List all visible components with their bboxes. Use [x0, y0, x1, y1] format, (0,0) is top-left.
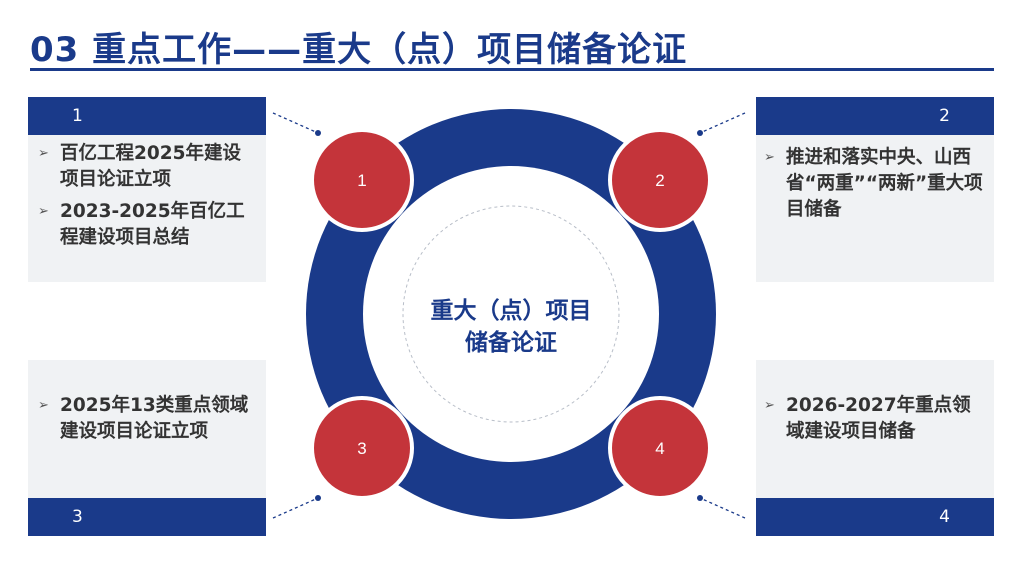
connector-line-3 [272, 497, 319, 519]
quadrant-1-panel: ➢百亿工程2025年建设项目论证立项 ➢2023-2025年百亿工程建设项目总结 [28, 135, 266, 282]
center-text-line-1: 重大（点）项目 [431, 297, 592, 324]
connector-dot-3 [315, 495, 321, 501]
arrowhead-bullet-icon: ➢ [764, 398, 775, 413]
number-circle-4 [608, 396, 712, 500]
number-circle-3-label: 3 [357, 439, 366, 458]
number-circle-1 [310, 128, 414, 232]
quadrant-2-panel: ➢推进和落实中央、山西省“两重”“两新”重大项目储备 [756, 135, 994, 282]
number-circle-4-label: 4 [655, 439, 664, 458]
dashed-inner-circle [402, 205, 620, 423]
quadrant-1-number: 1 [72, 106, 83, 126]
quadrant-4-panel: ➢2026-2027年重点领域建设项目储备 [756, 360, 994, 498]
list-item: ➢2025年13类重点领域建设项目论证立项 [38, 395, 249, 442]
quadrant-4-list: ➢2026-2027年重点领域建设项目储备 [760, 393, 985, 451]
center-text-line-2: 储备论证 [465, 329, 557, 356]
title-underline [30, 68, 994, 71]
quadrant-4-number: 4 [939, 507, 950, 527]
list-item: ➢推进和落实中央、山西省“两重”“两新”重大项目储备 [764, 147, 983, 220]
inner-white-disc [363, 166, 659, 462]
number-circle-2 [608, 128, 712, 232]
arrowhead-bullet-icon: ➢ [38, 398, 49, 413]
quadrant-2-list: ➢推进和落实中央、山西省“两重”“两新”重大项目储备 [760, 145, 990, 229]
number-circle-2-label: 2 [655, 171, 664, 190]
connector-dot-1 [315, 130, 321, 136]
number-circle-3 [310, 396, 414, 500]
connector-dot-2 [697, 130, 703, 136]
list-item: ➢2023-2025年百亿工程建设项目总结 [38, 201, 245, 248]
list-item: ➢2026-2027年重点领域建设项目储备 [764, 395, 971, 442]
quadrant-3-number: 3 [72, 507, 83, 527]
arrowhead-bullet-icon: ➢ [38, 146, 49, 161]
arrowhead-bullet-icon: ➢ [38, 204, 49, 219]
connector-line-1 [272, 112, 319, 134]
arrowhead-bullet-icon: ➢ [764, 150, 775, 165]
connector-line-2 [699, 112, 746, 134]
page-title: 03 重点工作——重大（点）项目储备论证 [30, 30, 688, 70]
quadrant-1-header: 1 [28, 97, 266, 135]
quadrant-3-panel: ➢2025年13类重点领域建设项目论证立项 [28, 360, 266, 498]
connector-dot-4 [697, 495, 703, 501]
quadrant-1-list: ➢百亿工程2025年建设项目论证立项 ➢2023-2025年百亿工程建设项目总结 [34, 141, 249, 257]
quadrant-3-header: 3 [28, 498, 266, 536]
quadrant-3-list: ➢2025年13类重点领域建设项目论证立项 [34, 393, 259, 451]
quadrant-2-header: 2 [756, 97, 994, 135]
connector-line-4 [699, 497, 746, 519]
quadrant-2-number: 2 [939, 106, 950, 126]
number-circle-1-label: 1 [357, 171, 366, 190]
list-item: ➢百亿工程2025年建设项目论证立项 [38, 143, 241, 190]
quadrant-4-header: 4 [756, 498, 994, 536]
